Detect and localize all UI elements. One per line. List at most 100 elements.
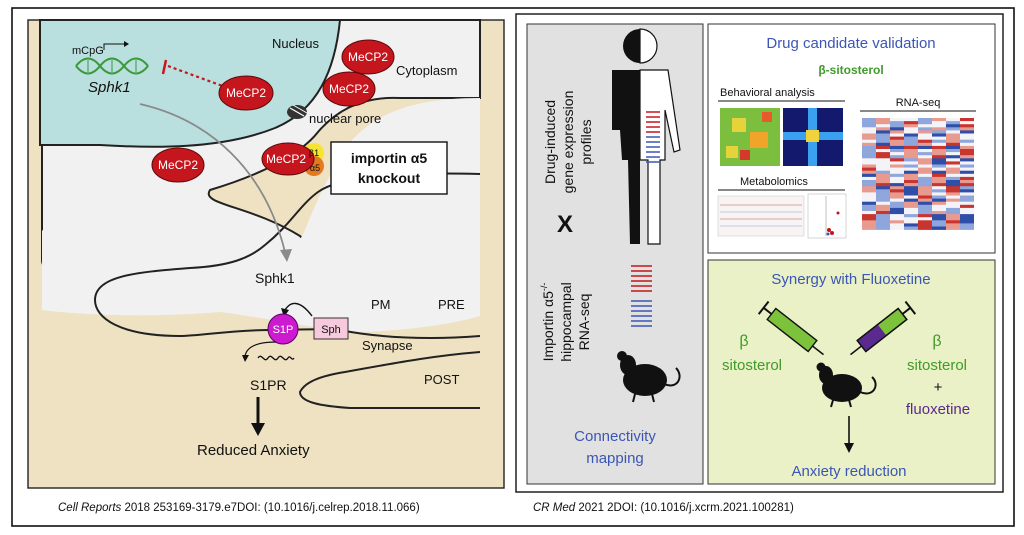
- heatmap-cell: [918, 223, 932, 227]
- heatmap-cell: [876, 152, 890, 156]
- heatmap-cell: [918, 136, 932, 140]
- pm-label: PM: [371, 297, 391, 312]
- left-panel: mCpG Sphk1 Nucleus Cytoplasm MeCP2 MeCP2…: [27, 19, 505, 489]
- heatmap-cell: [960, 121, 974, 125]
- heatmap-cell: [960, 142, 974, 147]
- heatmap-cell: [918, 158, 932, 162]
- heatmap-cell: [960, 204, 974, 209]
- heatmap-cell: [876, 130, 890, 134]
- heatmap-cell: [960, 198, 974, 202]
- anxiety-reduction-label: Anxiety reduction: [791, 463, 906, 480]
- heatmap-cell: [890, 133, 904, 137]
- sphk1-protein-label: Sphk1: [255, 270, 295, 286]
- pre-label: PRE: [438, 297, 465, 312]
- heatmap-cell: [946, 145, 960, 150]
- citation-left-journal: Cell Reports: [58, 502, 122, 514]
- inhibition-bar: [161, 59, 168, 75]
- person-figure: [612, 28, 681, 245]
- metabolomics-label: Metabolomics: [740, 176, 808, 188]
- heatmap-cell: [918, 149, 932, 153]
- behavioral-heatmap: [720, 108, 780, 166]
- heatmap-cell: [876, 127, 890, 131]
- conversion-arrow-head: [281, 308, 289, 317]
- heatmap-cell: [904, 139, 918, 144]
- heatmap-cell: [862, 186, 876, 190]
- heatmap-cell: [960, 183, 974, 187]
- heatmap-cell: [904, 164, 918, 168]
- heatmap-cell: [946, 211, 960, 215]
- heatmap-cell: [918, 118, 932, 122]
- heatmap-cell: [918, 170, 932, 175]
- mouse-icon: [617, 351, 681, 403]
- heatmap-cell: [946, 139, 960, 144]
- heatmap-cell: [890, 180, 904, 184]
- heatmap-cell: [946, 189, 960, 193]
- s1p-label: S1P: [273, 324, 294, 336]
- heatmap-cell: [918, 204, 932, 209]
- heatmap-cell: [946, 127, 960, 131]
- heatmap-cell: [932, 204, 946, 209]
- heatmap-cell: [960, 145, 974, 150]
- heatmap-cell: [918, 145, 932, 150]
- heatmap-cell: [932, 223, 946, 227]
- heatmap-cell: [890, 145, 904, 150]
- heatmap-cell: [890, 214, 904, 218]
- heatmap-cell: [862, 155, 876, 159]
- syringe-purple-icon: [850, 300, 917, 356]
- heatmap-cell: [946, 149, 960, 153]
- mecp2-nucleus: MeCP2: [218, 75, 274, 111]
- svg-text:MeCP2: MeCP2: [158, 158, 198, 172]
- heatmap-cell: [918, 183, 932, 187]
- heatmap-cell: [960, 180, 974, 184]
- heatmap-cell: [876, 167, 890, 171]
- heatmap-cell: [932, 158, 946, 162]
- heatmap-cell: [890, 152, 904, 156]
- heatmap-cell: [876, 223, 890, 227]
- release-arrow-head: [242, 355, 249, 362]
- heatmap-cell: [862, 118, 876, 122]
- heatmap-cell: [946, 198, 960, 202]
- heatmap-cell: [904, 217, 918, 221]
- profiles-label: Drug-induced: [542, 100, 558, 184]
- heatmap-cell: [960, 127, 974, 131]
- heatmap-cell: [862, 198, 876, 202]
- heatmap-cell: [918, 173, 932, 178]
- heatmap-cell: [946, 142, 960, 147]
- heatmap-cell: [932, 142, 946, 147]
- heatmap-cell: [960, 220, 974, 224]
- heatmap-cell: [918, 192, 932, 196]
- importin-knockout-line1: importin α5: [351, 150, 427, 166]
- heatmap-cell: [946, 192, 960, 196]
- metabolomics-volcano: [807, 193, 847, 239]
- heatmap-cell: [862, 142, 876, 147]
- heatmap-cell: [862, 180, 876, 184]
- heatmap-cell: [960, 136, 974, 140]
- heatmap-cell: [932, 167, 946, 171]
- heatmap-cell: [918, 167, 932, 171]
- heatmap-cell: [932, 152, 946, 156]
- rnaseq-heatmap: [862, 118, 974, 230]
- heatmap-cell: [890, 195, 904, 199]
- s1pr-receptor: [257, 355, 295, 361]
- mcpg-label: mCpG: [72, 45, 104, 57]
- heatmap-cell: [904, 142, 918, 147]
- heatmap-cell: [932, 155, 946, 159]
- heatmap-cell: [876, 155, 890, 159]
- heatmap-cell: [932, 149, 946, 153]
- heatmap-cell: [890, 139, 904, 144]
- heatmap-cell: [890, 198, 904, 202]
- heatmap-cell: [946, 124, 960, 128]
- heatmap-cell: [876, 226, 890, 230]
- heatmap-cell: [862, 139, 876, 144]
- heatmap-cell: [904, 173, 918, 178]
- heatmap-cell: [890, 118, 904, 122]
- heatmap-cell: [890, 186, 904, 190]
- heatmap-cell: [946, 204, 960, 209]
- heatmap-cell: [960, 167, 974, 171]
- heatmap-cell: [946, 164, 960, 168]
- heatmap-cell: [904, 220, 918, 224]
- heatmap-cell: [890, 164, 904, 168]
- heatmap-cell: [862, 214, 876, 218]
- heatmap-cell: [862, 127, 876, 131]
